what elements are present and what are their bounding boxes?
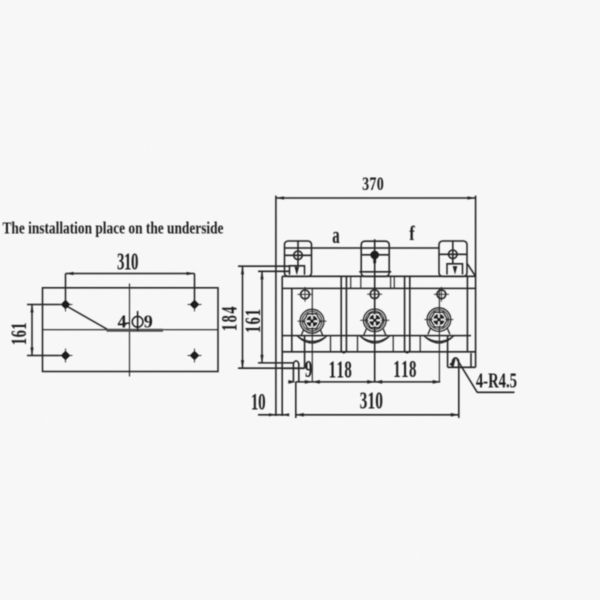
svg-text:1: 1 [7, 322, 32, 329]
svg-text:4-: 4- [118, 312, 131, 332]
svg-text:1: 1 [329, 357, 336, 383]
svg-text:1: 1 [367, 388, 375, 414]
svg-text:4: 4 [476, 369, 483, 392]
svg-text:1: 1 [7, 338, 32, 345]
svg-text:8: 8 [218, 315, 243, 322]
svg-text:0: 0 [375, 388, 383, 414]
svg-text:1: 1 [218, 324, 243, 331]
svg-text:1: 1 [336, 357, 343, 383]
svg-text:6: 6 [7, 330, 32, 337]
svg-text:4: 4 [499, 369, 506, 392]
svg-text:0: 0 [258, 391, 265, 416]
svg-text:0: 0 [377, 173, 384, 195]
svg-text:5: 5 [510, 369, 517, 392]
svg-text:The installation place on the: The installation place on the underside [3, 219, 224, 238]
svg-text:R: R [488, 369, 499, 392]
svg-text:-: - [483, 369, 488, 392]
svg-text:f: f [409, 222, 415, 245]
svg-text:3: 3 [362, 173, 369, 195]
svg-text:1: 1 [401, 357, 408, 383]
svg-text:1: 1 [124, 249, 131, 275]
svg-text:7: 7 [369, 173, 376, 195]
svg-text:4: 4 [218, 306, 243, 313]
svg-text:1: 1 [251, 391, 258, 416]
svg-text:1: 1 [241, 326, 266, 333]
svg-text:a: a [332, 222, 339, 248]
svg-text:1: 1 [241, 309, 266, 316]
svg-text:3: 3 [360, 388, 368, 414]
svg-text:9: 9 [144, 312, 153, 332]
svg-text:0: 0 [131, 249, 138, 275]
svg-text:6: 6 [241, 317, 266, 324]
svg-text:.: . [506, 369, 510, 392]
svg-text:9: 9 [305, 357, 312, 383]
svg-text:1: 1 [393, 357, 400, 383]
svg-text:8: 8 [344, 357, 351, 383]
svg-text:3: 3 [117, 249, 124, 275]
svg-text:8: 8 [409, 357, 416, 383]
